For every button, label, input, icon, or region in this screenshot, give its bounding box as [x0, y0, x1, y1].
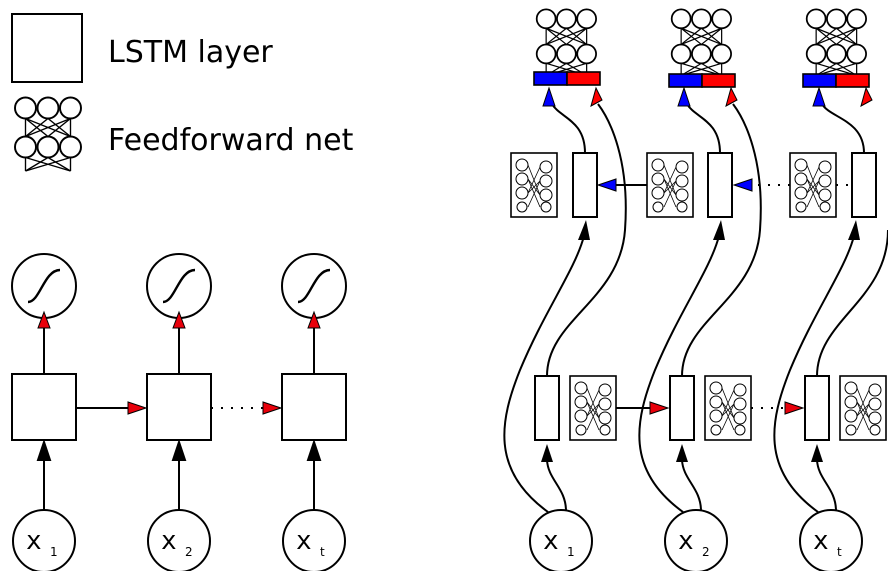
left-input-labels: x 1 x 2 x t [26, 526, 325, 559]
input-subscript-bi-1: 1 [567, 545, 575, 559]
lstm-backward-t [851, 152, 877, 218]
ffn-box-backward-1 [510, 152, 558, 218]
input-node-bi-2 [664, 509, 728, 571]
input-label-2: x [161, 526, 177, 556]
arrow-head-blue [732, 178, 753, 192]
arrow-head-red [37, 310, 51, 329]
legend-ffn-icon [14, 96, 82, 172]
lstm-cell-t [281, 373, 347, 441]
output-node-1 [11, 253, 77, 319]
input-node-1 [12, 509, 76, 571]
arrow-head-black [676, 444, 688, 462]
legend-ffn-label: Feedforward net [108, 123, 354, 158]
arrow-head-black [848, 220, 860, 240]
input-subscript-2: 2 [185, 545, 193, 559]
arrow-head-red [860, 86, 873, 108]
concat-bar-2 [668, 73, 736, 88]
ffn-box-forward-2 [704, 375, 752, 441]
arrow-head-red [172, 310, 186, 329]
arrow-head-black [171, 438, 187, 461]
right-input-labels: x 1 x 2 x t [543, 526, 842, 559]
legend-lstm-label: LSTM layer [108, 35, 273, 70]
ffn-box-forward-1 [569, 375, 617, 441]
arrow-head-red [784, 401, 805, 415]
lstm-forward-t [804, 375, 830, 441]
input-label-t: x [296, 526, 312, 556]
arrow-head-red [649, 401, 670, 415]
arrow-head-black [541, 444, 553, 462]
arrow-head-red [725, 86, 738, 108]
concat-bar-1 [533, 71, 601, 86]
output-node-t [281, 253, 347, 319]
input-label-bi-1: x [543, 526, 559, 556]
arrow-head-blue [596, 178, 617, 192]
legend-lstm-icon [11, 13, 83, 83]
arrow-head-blue [677, 86, 691, 107]
arrow-head-black [713, 220, 725, 240]
input-label-1: x [26, 526, 42, 556]
input-subscript-1: 1 [50, 545, 58, 559]
input-label-bi-t: x [813, 526, 829, 556]
lstm-backward-1 [572, 152, 598, 218]
input-node-t [282, 509, 346, 571]
input-subscript-bi-t: t [837, 545, 842, 559]
output-node-2 [146, 253, 212, 319]
arrow-head-black [36, 438, 52, 461]
arrow-head-black [578, 220, 590, 240]
unidirectional-lstm [11, 253, 347, 571]
input-subscript-t: t [320, 545, 325, 559]
arrow-head-red [262, 401, 283, 415]
input-subscript-bi-2: 2 [702, 545, 710, 559]
arrow-head-red [127, 401, 148, 415]
ffn-output-t [805, 8, 867, 77]
ffn-box-forward-t [839, 375, 887, 441]
ffn-output-1 [535, 8, 597, 77]
lstm-forward-1 [534, 375, 560, 441]
lstm-cell-2 [146, 373, 212, 441]
arrow-head-black [811, 444, 823, 462]
ffn-box-backward-t [789, 152, 837, 218]
arrow-head-red [307, 310, 321, 329]
connection-curves [503, 103, 888, 513]
concat-bar-t [802, 73, 870, 88]
ffn-box-backward-2 [646, 152, 694, 218]
arrow-head-blue [812, 86, 826, 107]
ffn-output-2 [670, 8, 732, 77]
lstm-forward-2 [669, 375, 695, 441]
bidirectional-lstm [503, 8, 888, 571]
input-node-bi-1 [529, 509, 593, 571]
input-node-2 [147, 509, 211, 571]
lstm-backward-2 [707, 152, 733, 218]
arrow-head-red [590, 86, 603, 108]
arrow-head-black [306, 438, 322, 461]
input-node-bi-t [799, 509, 863, 571]
lstm-cell-1 [11, 373, 77, 441]
arrow-head-blue [542, 86, 556, 107]
input-label-bi-2: x [678, 526, 694, 556]
legend: LSTM layer Feedforward net [11, 13, 354, 172]
